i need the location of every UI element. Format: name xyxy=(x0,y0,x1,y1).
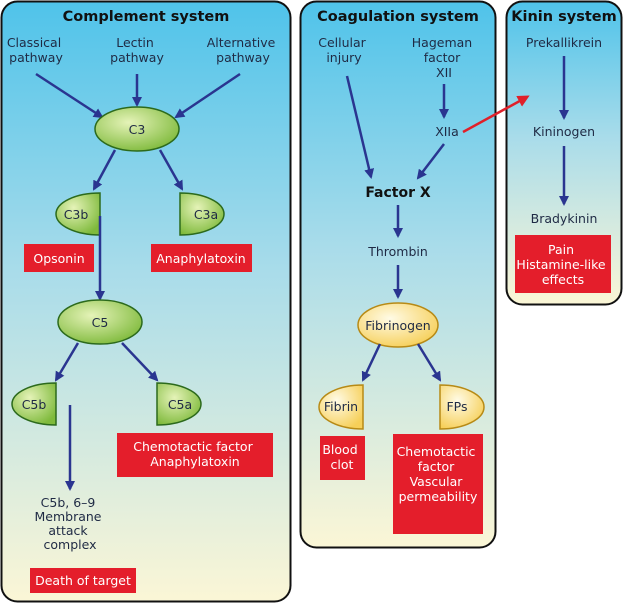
anaphylatoxin-label: Anaphylatoxin xyxy=(156,251,245,266)
alternative-pathway-label: Alternative pathway xyxy=(207,35,280,65)
arrow-c5-to-c5b xyxy=(54,342,80,382)
c3-node xyxy=(94,106,180,152)
c5-label: C5 xyxy=(92,315,109,330)
c5b-node xyxy=(11,382,57,426)
fps-effects-label: Chemotactic factor Vascular permeability xyxy=(397,444,480,504)
opsonin-box xyxy=(24,244,94,272)
fps-node xyxy=(439,384,485,430)
c5a-label: C5a xyxy=(168,397,192,412)
prekallikrein-label: Prekallikrein xyxy=(526,35,602,50)
arrow-alternative-to-c3 xyxy=(174,72,241,119)
arrow-c3-to-c3a xyxy=(158,149,184,191)
hageman-factor-label: Hageman factor XII xyxy=(412,35,476,80)
anaphylatoxin-box xyxy=(151,244,252,272)
kininogen-label: Kininogen xyxy=(533,124,595,139)
membrane-attack-complex-label: C5b, 6–9 Membrane attack complex xyxy=(35,495,106,552)
fps-effects-box xyxy=(393,434,483,534)
c3b-node xyxy=(55,192,101,236)
lectin-pathway-label: Lectin pathway xyxy=(110,35,164,65)
death-of-target-box xyxy=(30,568,136,593)
kinin-effects-box xyxy=(515,235,611,293)
c5-node xyxy=(57,299,143,345)
classical-pathway-label: Classical pathway xyxy=(7,35,65,65)
arrow-classical-to-c3 xyxy=(35,72,104,119)
kinin-title: Kinin system xyxy=(511,9,616,25)
arrow-fibrinogen-to-fps xyxy=(416,343,442,382)
thrombin-label: Thrombin xyxy=(367,244,428,259)
c5a-node xyxy=(156,382,202,426)
factor-x-label: Factor X xyxy=(365,185,431,201)
fibrinogen-node xyxy=(357,302,439,348)
blood-clot-label: Blood clot xyxy=(322,442,361,472)
death-of-target-label: Death of target xyxy=(35,573,131,588)
fibrin-node xyxy=(318,384,364,430)
arrow-fibrinogen-to-fibrin xyxy=(361,343,382,382)
fibrin-label: Fibrin xyxy=(324,399,358,414)
arrow-xiia-to-factor-x xyxy=(416,143,445,180)
c3-label: C3 xyxy=(129,122,146,137)
chemotactic-anaphylatoxin-box xyxy=(117,433,273,477)
fibrinogen-label: Fibrinogen xyxy=(365,318,430,333)
arrow-c5-to-c5a xyxy=(121,342,159,382)
arrow-c3-to-c3b xyxy=(92,149,117,191)
arrow-cellular-to-factor-x xyxy=(345,75,375,179)
c3a-node xyxy=(179,192,225,236)
c3b-label: C3b xyxy=(64,207,89,222)
cellular-injury-label: Cellular injury xyxy=(318,35,370,65)
c3a-label: C3a xyxy=(194,207,218,222)
coagulation-title: Coagulation system xyxy=(317,9,479,25)
fps-label: FPs xyxy=(446,399,467,414)
chemotactic-anaphylatoxin-label: Chemotactic factor Anaphylatoxin xyxy=(133,439,256,469)
c5b-label: C5b xyxy=(22,397,47,412)
bradykinin-label: Bradykinin xyxy=(531,211,598,226)
opsonin-label: Opsonin xyxy=(33,251,84,266)
blood-clot-box xyxy=(320,436,365,480)
complement-title: Complement system xyxy=(63,9,230,25)
arrow-xiia-to-kinin-system xyxy=(462,95,530,134)
xiia-label: XIIa xyxy=(435,124,459,139)
kinin-effects-label: Pain Histamine-like effects xyxy=(516,242,609,287)
